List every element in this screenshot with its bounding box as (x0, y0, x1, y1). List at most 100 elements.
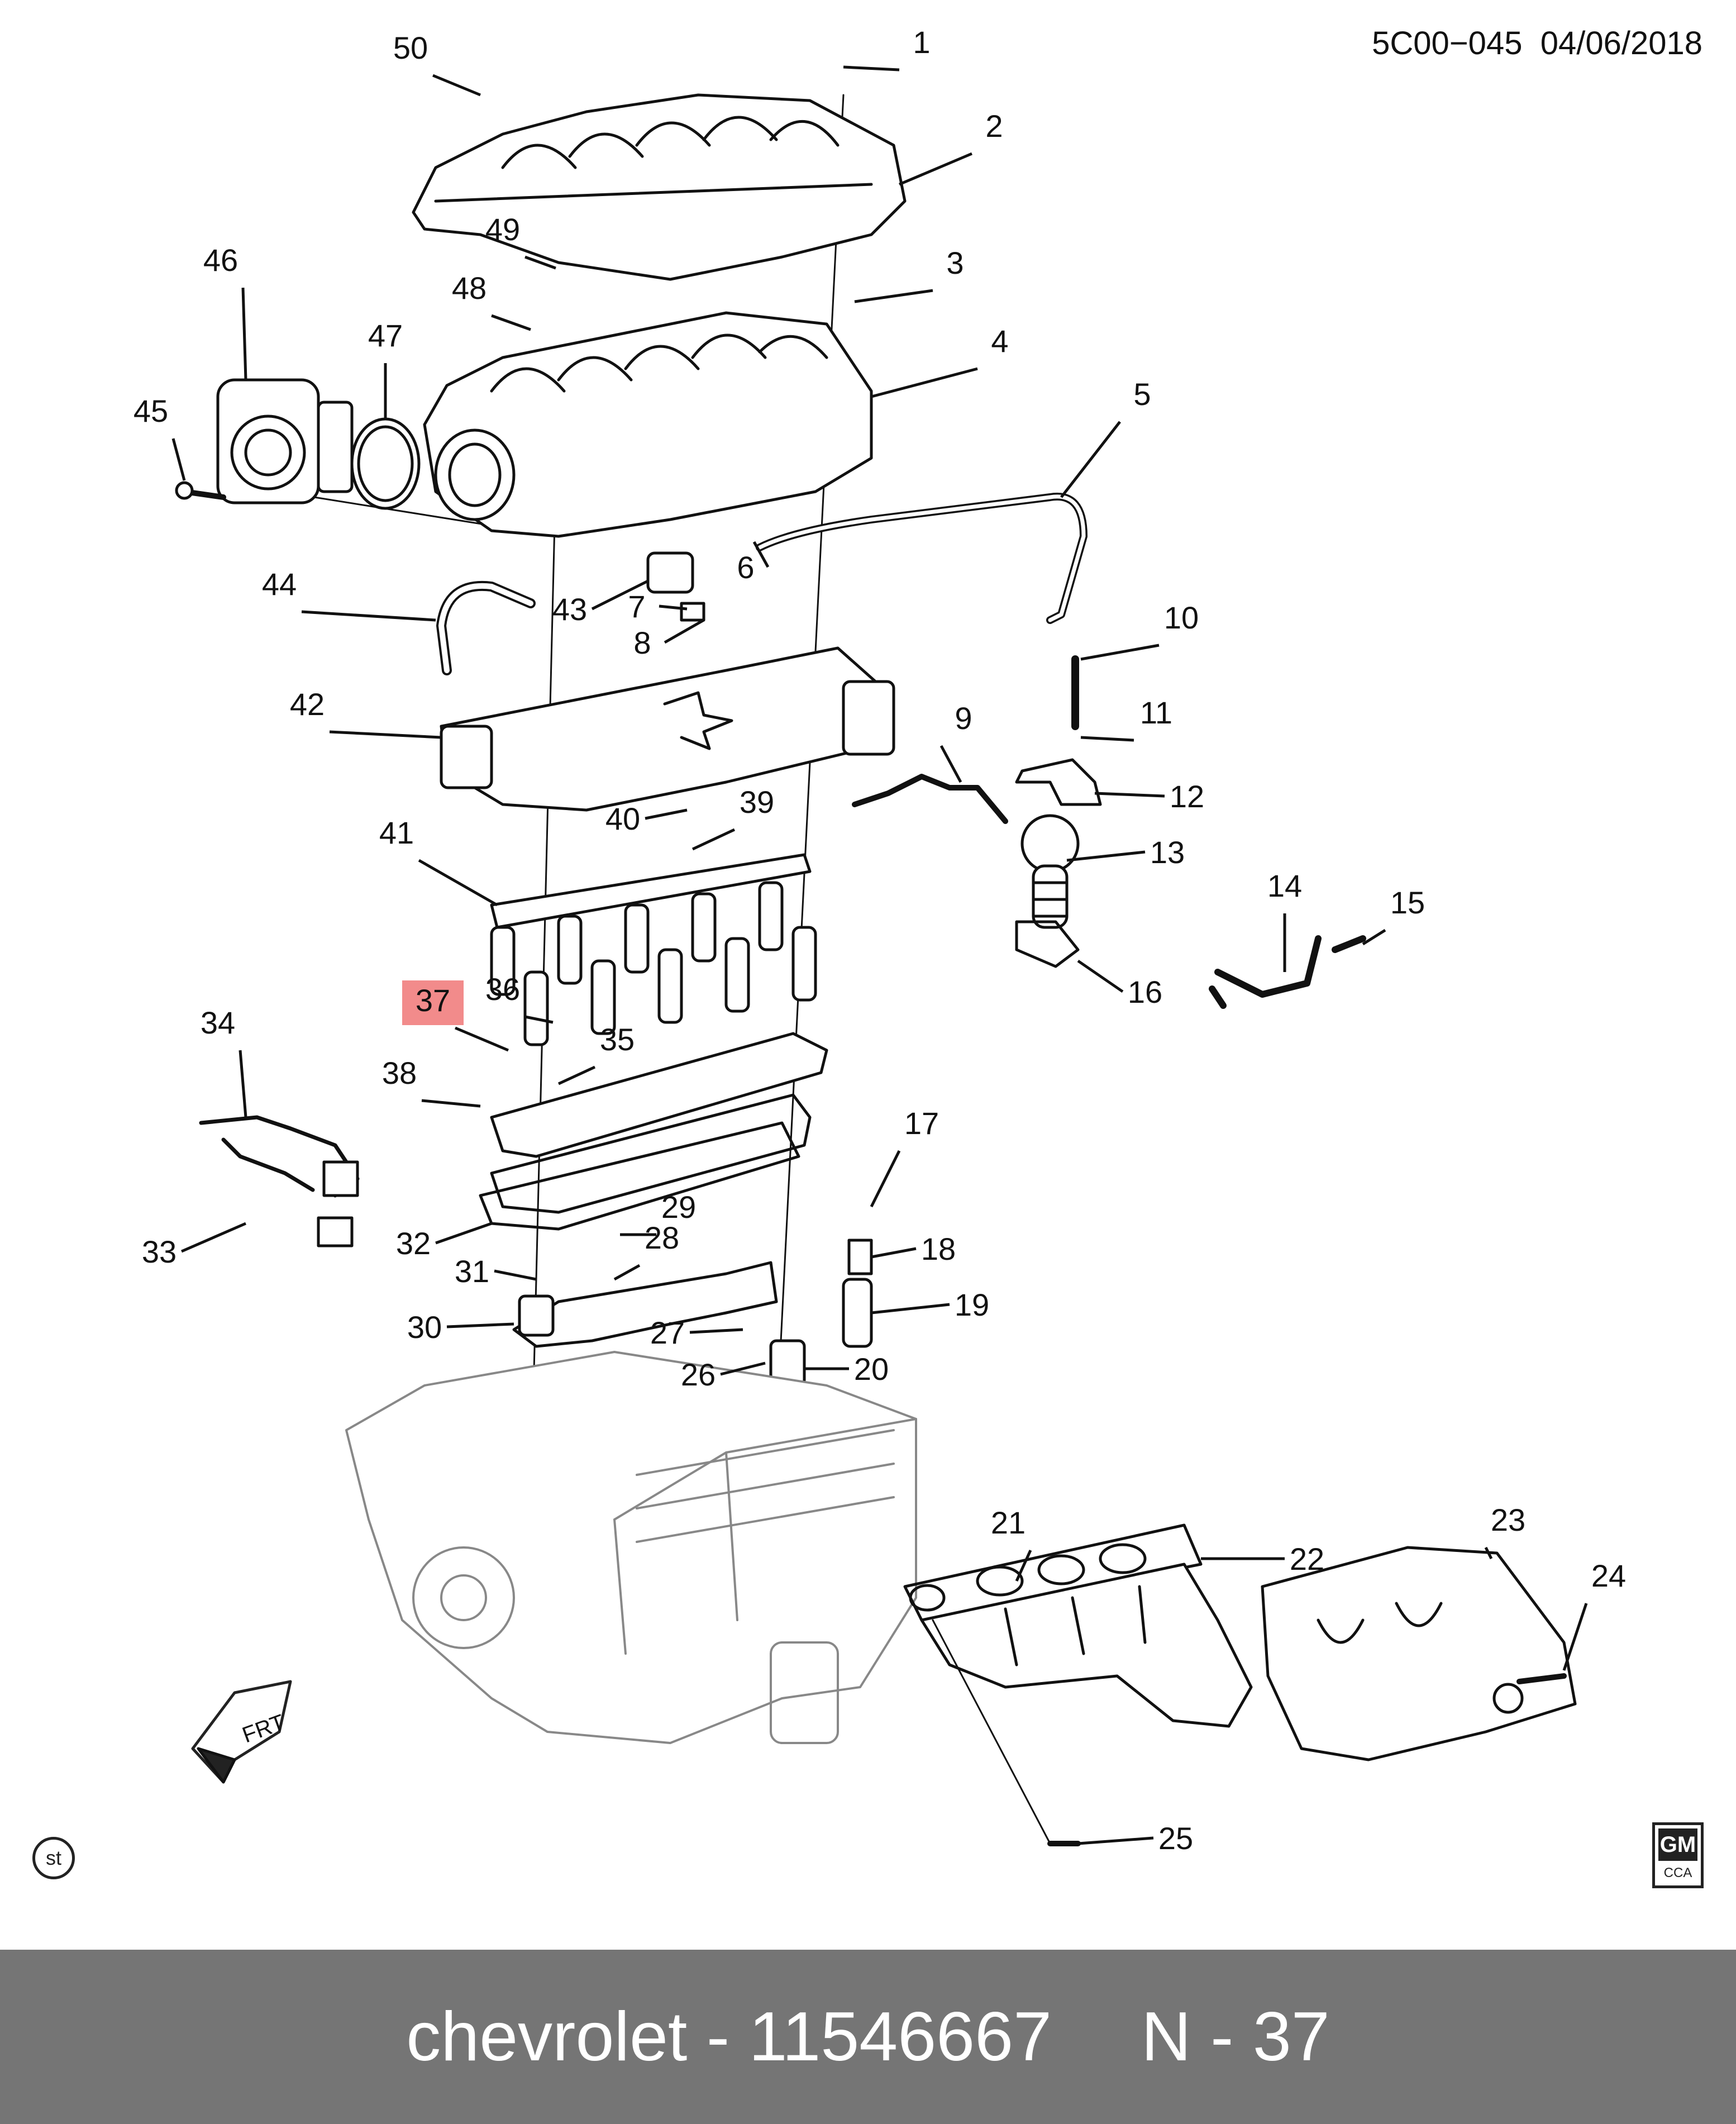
callout-22[interactable]: 22 (1290, 1541, 1324, 1577)
callout-4[interactable]: 4 (991, 323, 1008, 359)
callout-31[interactable]: 31 (455, 1254, 489, 1289)
leader-line-40 (645, 808, 688, 820)
callout-6[interactable]: 6 (737, 550, 754, 585)
leader-line-30 (446, 1322, 514, 1328)
diagram-code: 5C00−045 (1372, 25, 1523, 61)
leader-line-32 (435, 1222, 492, 1245)
leader-line-37 (455, 1026, 509, 1052)
callout-13[interactable]: 13 (1150, 835, 1185, 870)
injector-shape (490, 926, 549, 1046)
callout-9[interactable]: 9 (955, 701, 972, 736)
leader-line-42 (329, 730, 442, 739)
callout-24[interactable]: 24 (1591, 1558, 1626, 1593)
leader-line-28 (613, 1264, 641, 1281)
callout-47[interactable]: 47 (368, 318, 403, 353)
leader-line-13 (1066, 850, 1146, 862)
callout-16[interactable]: 16 (1128, 974, 1162, 1009)
callout-44[interactable]: 44 (262, 566, 297, 602)
callout-26[interactable]: 26 (681, 1357, 716, 1392)
leader-line-24 (1562, 1603, 1588, 1671)
leader-line-2 (899, 152, 972, 186)
callout-11[interactable]: 11 (1140, 695, 1172, 730)
callout-highlight-37 (402, 980, 464, 1025)
leader-line-45 (171, 438, 186, 481)
callout-1[interactable]: 1 (913, 25, 930, 60)
injector-shape (557, 915, 616, 1035)
callout-29[interactable]: 29 (661, 1189, 696, 1225)
callout-17[interactable]: 17 (904, 1106, 939, 1141)
callout-19[interactable]: 19 (955, 1287, 989, 1322)
leader-line-36 (524, 1015, 554, 1024)
callout-8[interactable]: 8 (633, 625, 651, 660)
leader-line-27 (689, 1328, 743, 1334)
callout-12[interactable]: 12 (1170, 779, 1204, 814)
leader-line-48 (491, 314, 531, 331)
leader-line-11 (1080, 736, 1134, 742)
leader-line-25 (1077, 1836, 1154, 1845)
callout-50[interactable]: 50 (393, 30, 428, 65)
callout-15[interactable]: 15 (1390, 885, 1425, 920)
leader-line-17 (870, 1150, 901, 1208)
leader-line-49 (524, 255, 556, 270)
callout-39[interactable]: 39 (740, 784, 774, 820)
callout-7[interactable]: 7 (628, 589, 645, 624)
callout-5[interactable]: 5 (1133, 377, 1151, 412)
callout-30[interactable]: 30 (407, 1309, 442, 1345)
leader-line-21 (1015, 1549, 1032, 1582)
leader-line-43 (591, 579, 649, 611)
footer-ref: N - 37 (1141, 1998, 1330, 2075)
footer-text: chevrolet - 11546667 N - 37 (0, 1950, 1736, 2124)
footer-brand-part: chevrolet - 11546667 (406, 1998, 1052, 2075)
callout-32[interactable]: 32 (396, 1226, 431, 1261)
leader-line-10 (1080, 644, 1160, 661)
callout-14[interactable]: 14 (1267, 868, 1302, 903)
callout-45[interactable]: 45 (133, 393, 168, 428)
leader-line-44 (301, 610, 436, 622)
leader-line-38 (421, 1099, 481, 1108)
leader-line-23 (1484, 1546, 1493, 1560)
leader-line-19 (871, 1303, 950, 1315)
callout-37[interactable]: 37 (416, 983, 450, 1018)
st-badge: st (32, 1837, 75, 1879)
callout-49[interactable]: 49 (485, 212, 520, 247)
callout-10[interactable]: 10 (1164, 600, 1199, 635)
exploded-engine-drawing: FRT 123456789101112131415161718192021222… (133, 25, 1626, 1856)
callout-23[interactable]: 23 (1491, 1502, 1525, 1537)
callout-3[interactable]: 3 (946, 245, 964, 280)
callout-42[interactable]: 42 (290, 687, 325, 722)
callout-27[interactable]: 27 (650, 1315, 685, 1350)
callout-20[interactable]: 20 (854, 1351, 889, 1387)
callout-28[interactable]: 28 (645, 1220, 679, 1255)
callout-40[interactable]: 40 (605, 801, 640, 836)
leader-line-26 (720, 1361, 766, 1376)
callout-35[interactable]: 35 (600, 1022, 635, 1057)
gm-logo: GM CCA (1652, 1822, 1704, 1888)
callout-18[interactable]: 18 (921, 1231, 956, 1266)
diagram-date: 04/06/2018 (1540, 25, 1702, 61)
diagram-header: 5C00−045 04/06/2018 (1372, 25, 1702, 62)
injector-shape (758, 881, 817, 1002)
callout-2[interactable]: 2 (985, 108, 1003, 144)
leader-line-9 (939, 745, 962, 783)
leader-line-7 (659, 604, 688, 611)
injector-shape (691, 892, 750, 1013)
leader-line-33 (181, 1222, 246, 1253)
callout-36[interactable]: 36 (485, 971, 520, 1007)
callout-41[interactable]: 41 (379, 815, 414, 850)
leader-line-4 (871, 367, 978, 398)
callout-33[interactable]: 33 (142, 1234, 177, 1269)
gm-logo-sub: CCA (1663, 1865, 1692, 1880)
callout-25[interactable]: 25 (1158, 1821, 1193, 1856)
callout-46[interactable]: 46 (203, 242, 238, 278)
callout-21[interactable]: 21 (991, 1505, 1026, 1540)
leader-line-1 (843, 65, 900, 72)
leader-line-46 (241, 287, 247, 380)
leader-line-6 (752, 541, 770, 568)
leader-line-50 (432, 74, 481, 97)
callout-48[interactable]: 48 (452, 270, 487, 306)
callout-34[interactable]: 34 (201, 1005, 235, 1040)
leader-line-34 (239, 1050, 247, 1118)
callout-38[interactable]: 38 (382, 1055, 417, 1090)
callout-43[interactable]: 43 (552, 592, 587, 627)
